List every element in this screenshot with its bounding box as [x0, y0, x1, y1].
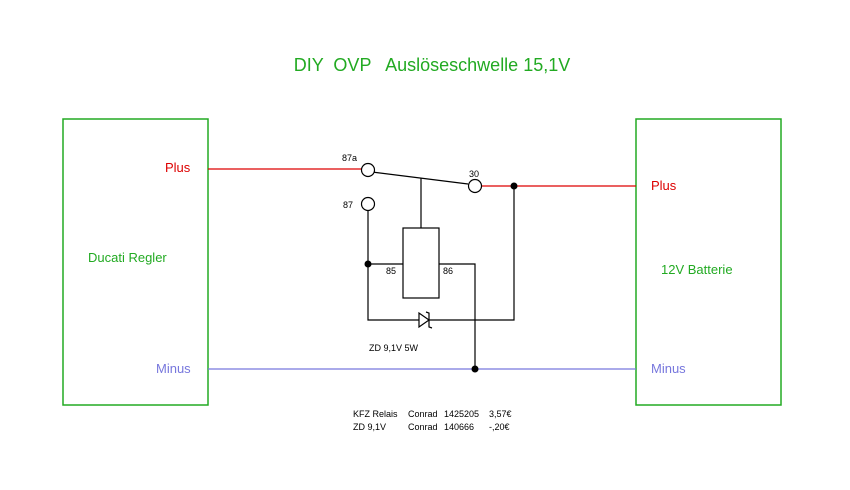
part-price: 3,57€	[489, 409, 512, 419]
contact-87	[360, 196, 376, 212]
contact-30	[467, 178, 483, 194]
part-vendor: Conrad	[408, 409, 438, 419]
pin-30-label: 30	[469, 169, 479, 179]
right-minus-label: Minus	[651, 361, 686, 376]
part-number: 140666	[444, 422, 474, 432]
part-price: -,20€	[489, 422, 510, 432]
ducati-regler-box	[62, 118, 209, 406]
zener-diode-triangle	[418, 311, 431, 329]
part-name: KFZ Relais	[353, 409, 398, 419]
part-number: 1425205	[444, 409, 479, 419]
part-vendor: Conrad	[408, 422, 438, 432]
batterie-label: 12V Batterie	[661, 262, 733, 277]
junction-plus	[510, 182, 518, 190]
junction-85	[364, 260, 372, 268]
diagram-title: DIY OVP Auslöseschwelle 15,1V	[294, 55, 571, 75]
left-plus-label: Plus	[165, 160, 191, 175]
relay-switch-arm	[371, 171, 469, 185]
pin-87a-label: 87a	[342, 153, 357, 163]
coil-86-wire	[439, 263, 476, 369]
pin-85-label: 85	[386, 266, 396, 276]
junction-minus	[471, 365, 479, 373]
contact-87a	[360, 162, 376, 178]
ducati-regler-label: Ducati Regler	[88, 250, 167, 265]
right-plus-label: Plus	[651, 178, 677, 193]
pin-86-label: 86	[443, 266, 453, 276]
batterie-box	[635, 118, 782, 406]
part-name: ZD 9,1V	[353, 422, 386, 432]
parts-list: KFZ Relais Conrad 1425205 3,57€ ZD 9,1V …	[353, 409, 512, 432]
relay-coil	[402, 227, 440, 299]
zener-label: ZD 9,1V 5W	[369, 343, 419, 353]
left-minus-label: Minus	[156, 361, 191, 376]
pin-87-label: 87	[343, 200, 353, 210]
zener-loop-wire	[367, 186, 515, 321]
zener-diode-bar	[425, 311, 433, 329]
